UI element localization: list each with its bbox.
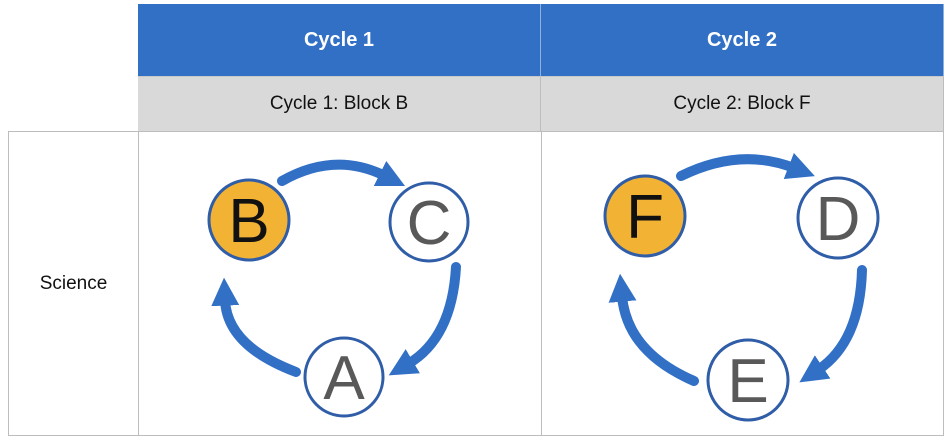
highlighted-node-circle — [603, 174, 687, 258]
arrow-icon — [799, 265, 867, 383]
bottom-node-circle — [706, 338, 790, 422]
column-subheader-cycle-1: Cycle 1: Block B — [138, 76, 541, 131]
top-right-node-circle — [388, 181, 470, 263]
highlighted-node-letter: B — [228, 187, 269, 256]
highlighted-node-circle — [207, 178, 291, 262]
top-right-node-circle — [796, 176, 880, 260]
arrow-icon — [608, 273, 699, 386]
arrow-icon — [676, 152, 815, 181]
bottom-node-letter: A — [323, 344, 365, 413]
column-subheader-cycle-2: Cycle 2: Block F — [541, 76, 944, 131]
arrow-icon — [277, 159, 406, 187]
bottom-node-circle — [303, 336, 385, 418]
cycle-2-diagram: F D E — [603, 152, 880, 422]
arrow-icon — [211, 277, 301, 377]
cycle-1-diagram: B C A — [207, 159, 470, 418]
row-label-science: Science — [8, 131, 139, 436]
column-header-cycle-2: Cycle 2 — [541, 4, 944, 76]
top-right-node-letter: C — [407, 189, 452, 258]
arrow-icon — [388, 262, 461, 376]
column-header-cycle-1: Cycle 1 — [138, 4, 541, 76]
top-right-node-letter: D — [816, 185, 861, 254]
highlighted-node-letter: F — [626, 183, 664, 252]
bottom-node-letter: E — [727, 347, 768, 416]
